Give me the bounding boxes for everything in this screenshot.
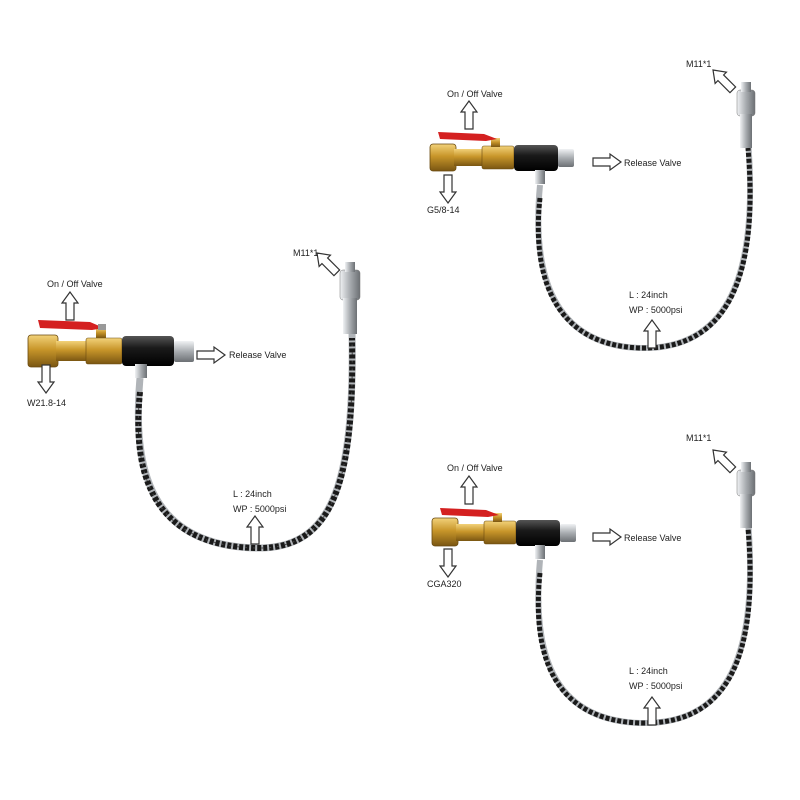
release-valve-sleeve [514,145,558,171]
ball-valve-body [481,145,515,170]
release-label: Release Valve [624,533,681,543]
brass-fitting-nut [429,143,457,172]
pressure-label: WP : 5000psi [629,305,682,315]
release-valve-sleeve [516,520,560,546]
connector-label: M11*1 [686,59,711,69]
pressure-label: WP : 5000psi [233,504,286,514]
ball-valve-body [483,520,517,545]
length-label: L : 24inch [629,666,668,676]
quick-connector [736,469,756,497]
pressure-label: WP : 5000psi [629,681,682,691]
release-valve-cap [558,149,574,167]
brass-fitting-nut [27,334,59,368]
brass-fitting-nut [431,517,459,547]
valve-label: On / Off Valve [447,89,503,99]
connector-label: M11*1 [293,248,318,258]
assembly-g58: On / Off Valve G5/8-14 Release Valve M11… [427,59,756,352]
ball-valve-body [85,337,123,365]
fitting-label: CGA320 [427,579,462,589]
length-label: L : 24inch [233,489,272,499]
valve-label: On / Off Valve [447,463,503,473]
valve-handle [438,132,497,141]
connector-label: M11*1 [686,433,711,443]
fitting-label: W21.8-14 [27,398,66,408]
release-valve-cap [174,341,194,362]
release-valve-sleeve [122,336,174,366]
release-valve-cap [560,524,576,542]
valve-label: On / Off Valve [47,279,103,289]
quick-connector [339,269,361,301]
assembly-w21: On / Off Valve W21.8-14 Release Valve M1… [27,246,361,552]
valve-handle [38,320,104,330]
length-label: L : 24inch [629,290,668,300]
assembly-cga320: On / Off Valve CGA320 Release Valve M11*… [427,433,756,727]
release-label: Release Valve [229,350,286,360]
valve-handle [440,508,499,517]
fitting-label: G5/8-14 [427,205,460,215]
release-label: Release Valve [624,158,681,168]
quick-connector [736,89,756,117]
